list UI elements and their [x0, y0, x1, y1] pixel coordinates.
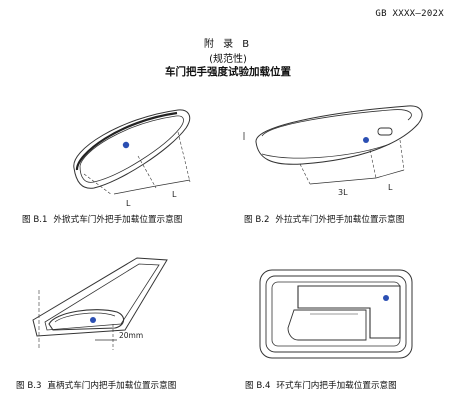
dimension-label: L	[172, 190, 177, 199]
handle-outline	[73, 109, 191, 189]
figure-caption-b2: 图 B.2 外拉式车门外把手加载位置示意图	[244, 213, 404, 225]
figure-b2-drawing: 3L L	[243, 105, 423, 197]
handle-bottom-edge	[261, 143, 391, 159]
handle-inner-edge	[79, 115, 184, 183]
figure-number: 图 B.4	[245, 381, 271, 391]
handle-ring	[297, 285, 401, 339]
dimension-label: 20mm	[119, 331, 143, 340]
handle-cavity	[287, 309, 367, 341]
appendix-type: (规范性)	[209, 54, 247, 65]
figure-caption-text: 外掀式车门外把手加载位置示意图	[53, 215, 183, 225]
dimension-label: L	[388, 183, 393, 192]
dimension-label: 3L	[338, 188, 348, 197]
handle-top-face	[261, 109, 412, 137]
load-point-marker	[363, 137, 369, 143]
dimension-label: L	[126, 199, 131, 208]
load-point-marker	[383, 295, 389, 301]
dimension-line-1	[309, 177, 377, 185]
appendix-subject: 车门把手强度试验加载位置	[165, 66, 291, 78]
figure-caption-b3: 图 B.3 直柄式车门内把手加载位置示意图	[16, 379, 176, 391]
handle-outer-frame	[259, 269, 413, 359]
figure-number: 图 B.2	[244, 215, 270, 225]
dimension-line-2	[375, 169, 405, 179]
handle-frame-2	[265, 275, 407, 353]
handle-bezel-inner	[44, 263, 160, 331]
figure-b4-drawing	[259, 269, 413, 359]
handle-bezel	[32, 257, 168, 337]
figure-caption-b4: 图 B.4 环式车门内把手加载位置示意图	[245, 379, 397, 391]
key-slot	[377, 127, 393, 136]
load-point-marker	[90, 317, 96, 323]
figure-b1-drawing: L L	[73, 109, 191, 208]
figure-number: 图 B.1	[22, 215, 48, 225]
standard-number: GB XXXX—202X	[375, 9, 444, 19]
appendix-title: 附 录 B	[203, 39, 253, 50]
figure-b3-drawing: 20mm	[32, 257, 168, 350]
dimension-line-1	[113, 185, 157, 195]
load-point-marker	[122, 141, 130, 149]
figure-caption-text: 环式车门内把手加载位置示意图	[276, 381, 397, 391]
figure-number: 图 B.3	[16, 381, 42, 391]
figure-caption-text: 直柄式车门内把手加载位置示意图	[47, 381, 177, 391]
dimension-line-2	[155, 179, 191, 187]
handle-lever	[48, 309, 125, 331]
handle-outline	[255, 105, 423, 165]
handle-rim	[75, 111, 178, 171]
figure-caption-b1: 图 B.1 外掀式车门外把手加载位置示意图	[22, 213, 182, 225]
figure-caption-text: 外拉式车门外把手加载位置示意图	[275, 215, 405, 225]
